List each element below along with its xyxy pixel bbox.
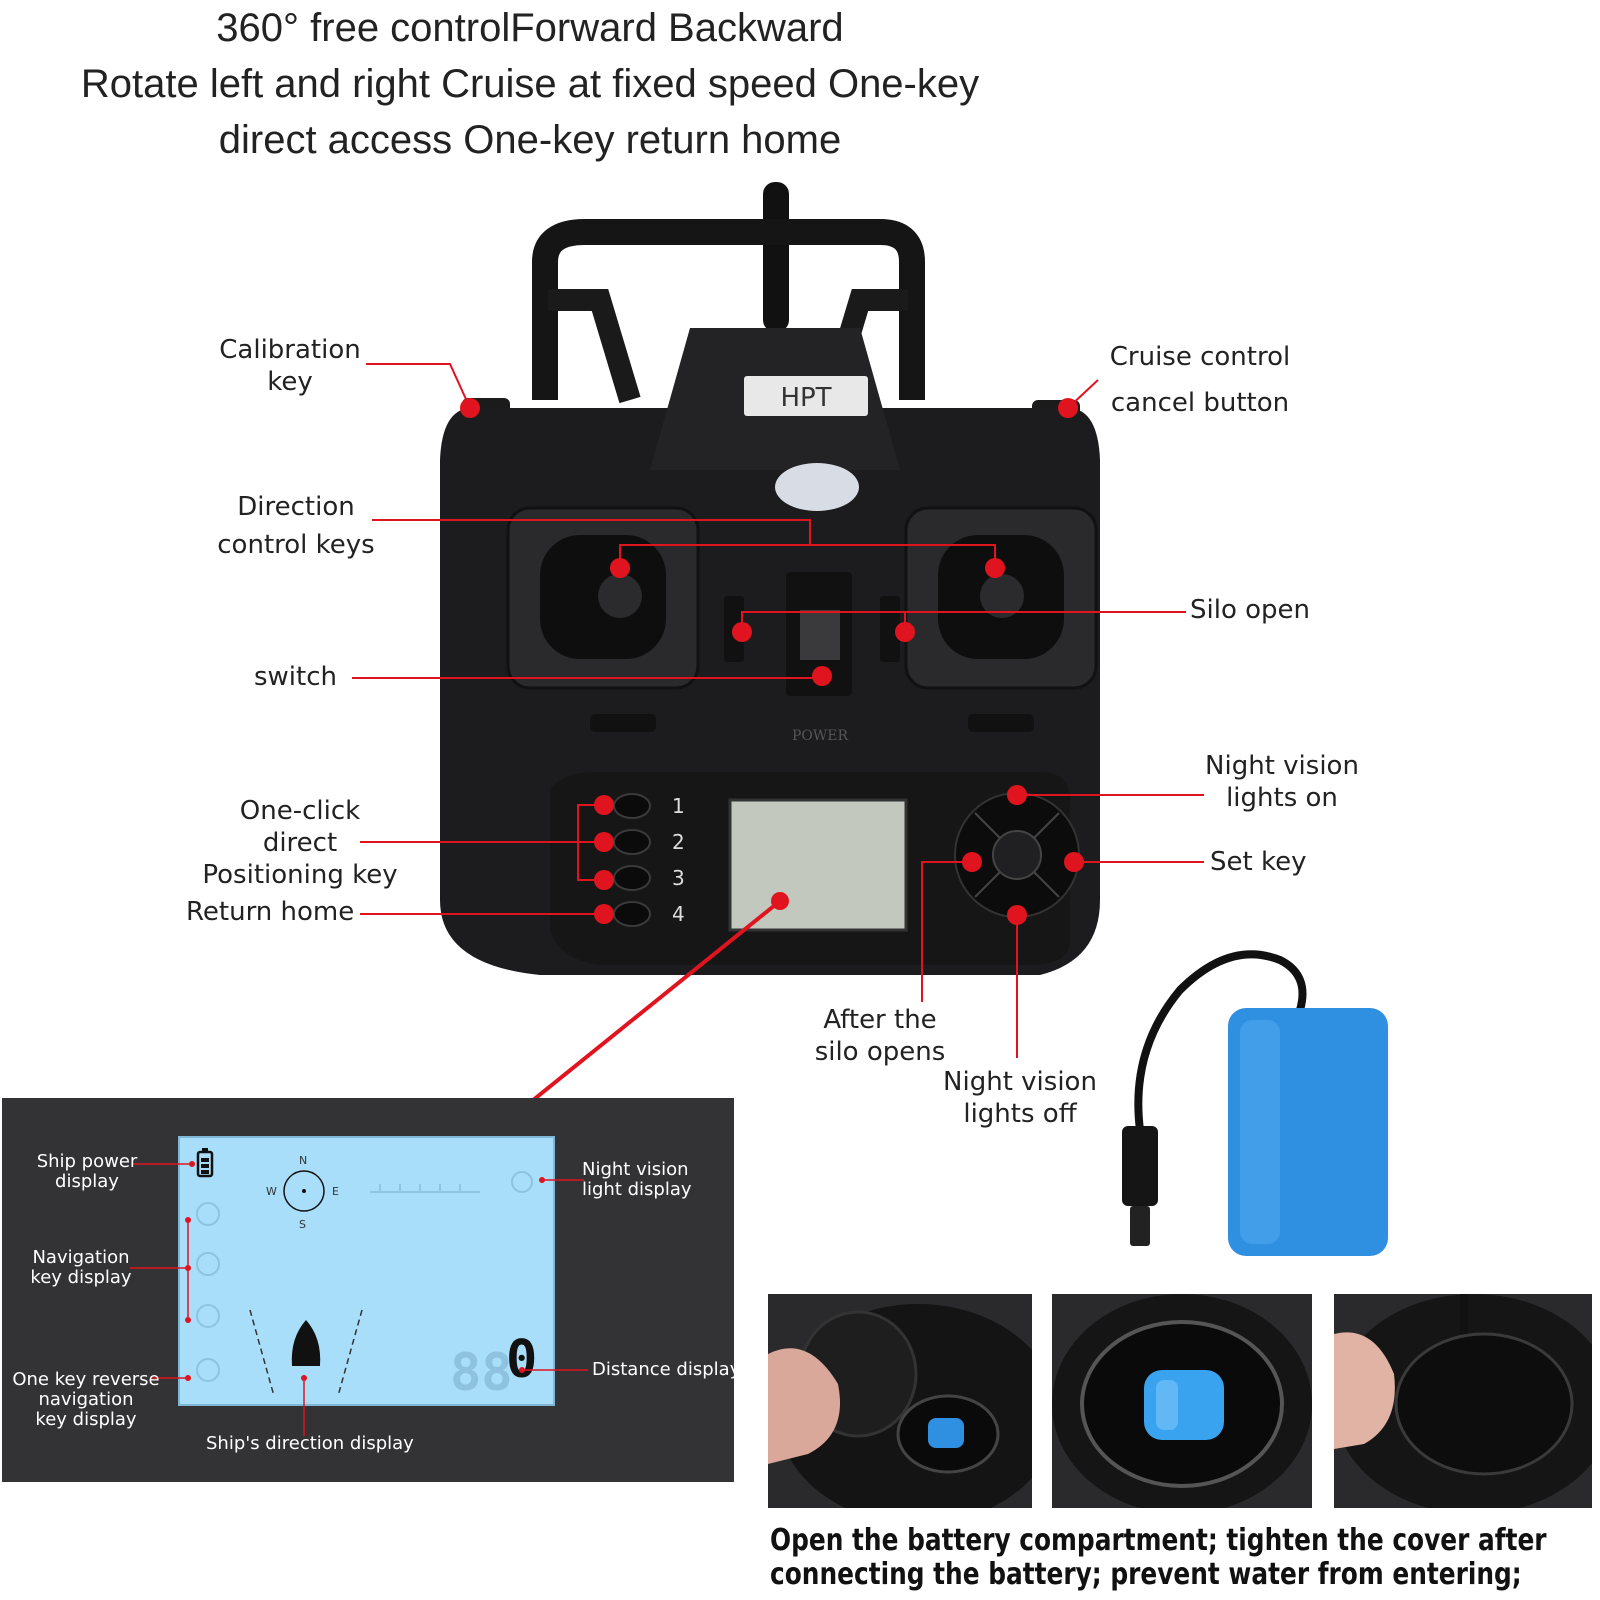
- callout-direction-keys: Direction control keys: [206, 488, 386, 564]
- compass-icon: [283, 1170, 325, 1212]
- cruise-control-line-2: cancel button: [1110, 388, 1290, 418]
- reverse-nav-line-1: One key reverse: [12, 1369, 160, 1390]
- callout-night-vision-off: Night vision lights off: [934, 1066, 1106, 1130]
- battery-connector: [1122, 1126, 1158, 1206]
- footer-line-1: Open the battery compartment; tighten th…: [770, 1523, 1547, 1558]
- ship-power-line-2: display: [55, 1171, 119, 1192]
- lcd-callout-lines: [130, 1161, 588, 1436]
- direction-keys-line-2: control keys: [217, 530, 375, 560]
- one-click-line-1: One-click: [239, 796, 361, 826]
- footer-caption: Open the battery compartment; tighten th…: [770, 1523, 1547, 1592]
- navigation-key-line-1: Navigation: [32, 1247, 130, 1268]
- title-line-1: 360° free controlForward Backward: [216, 6, 844, 50]
- page-title: 360° free controlForward Backward Rotate…: [0, 0, 1060, 168]
- cruise-control-line-1: Cruise control: [1109, 342, 1291, 372]
- reverse-nav-line-3: key display: [35, 1409, 137, 1430]
- compass-w: W: [266, 1185, 277, 1198]
- label-night-light: Night vision light display: [582, 1160, 692, 1200]
- one-click-line-2: direct: [262, 828, 338, 858]
- label-ship-power: Ship power display: [22, 1152, 152, 1192]
- power-switch[interactable]: [800, 610, 840, 660]
- compass-n: N: [299, 1154, 308, 1167]
- antenna: [763, 182, 789, 332]
- power-led: [775, 463, 859, 511]
- remote-lcd-window: [728, 798, 908, 932]
- callout-set-key: Set key: [1210, 847, 1307, 877]
- callout-switch: switch: [254, 662, 338, 692]
- night-vision-on-line-1: Night vision: [1205, 751, 1359, 781]
- after-silo-line-1: After the: [823, 1005, 937, 1035]
- callout-silo-open: Silo open: [1190, 595, 1311, 625]
- key-number-1: 1: [672, 794, 685, 818]
- label-reverse-navigation: One key reverse navigation key display: [10, 1370, 162, 1430]
- calibration-key-line-1: Calibration: [219, 335, 361, 365]
- nav-key-2-icon: [196, 1252, 220, 1276]
- navigation-key-line-2: key display: [30, 1267, 132, 1288]
- title-line-3: direct access One-key return home: [218, 118, 842, 162]
- nav-key-3-icon: [196, 1304, 220, 1328]
- ship-power-line-1: Ship power: [36, 1151, 138, 1172]
- footer-line-2: connecting the battery; prevent water fr…: [770, 1557, 1522, 1592]
- photo-battery-inserted: [1052, 1294, 1312, 1508]
- power-label: POWER: [792, 728, 849, 744]
- carry-handle: [532, 219, 925, 400]
- night-vision-on-line-2: lights on: [1226, 783, 1338, 813]
- key-4[interactable]: [613, 901, 651, 927]
- label-ship-direction: Ship's direction display: [206, 1433, 414, 1454]
- battery-pack-illustration: [1122, 950, 1388, 1256]
- night-vision-off-line-1: Night vision: [943, 1067, 1097, 1097]
- one-click-line-3: Positioning key: [202, 860, 398, 890]
- photo-cover-closed: [1334, 1294, 1592, 1508]
- remote-controller-illustration: HPT POWER 1 2 3 4: [352, 182, 1204, 1100]
- after-silo-line-2: silo opens: [814, 1037, 946, 1067]
- key-3[interactable]: [613, 865, 651, 891]
- callout-night-vision-on: Night vision lights on: [1194, 750, 1370, 814]
- key-1[interactable]: [613, 793, 651, 819]
- photo-open-compartment: [768, 1294, 1032, 1508]
- key-2[interactable]: [613, 829, 651, 855]
- lcd-display-panel: 88 N S E W 000 0 Ship power display Navi…: [2, 1098, 740, 1482]
- callout-dots: [460, 398, 1084, 925]
- callout-cruise-control: Cruise control cancel button: [1100, 334, 1300, 426]
- compass-s: S: [299, 1218, 306, 1231]
- distance-digits-faint: 88: [450, 1343, 513, 1403]
- set-key-center[interactable]: [992, 830, 1042, 880]
- night-light-line-2: light display: [582, 1179, 692, 1200]
- compass-e: E: [332, 1185, 339, 1198]
- brand-label: HPT: [780, 383, 831, 413]
- callout-after-silo: After the silo opens: [806, 1004, 954, 1068]
- title-line-2: Rotate left and right Cruise at fixed sp…: [80, 62, 980, 106]
- left-joystick[interactable]: [598, 574, 642, 618]
- ship-icon: [291, 1320, 321, 1366]
- callout-return-home: Return home: [186, 897, 355, 927]
- key-number-4: 4: [672, 902, 685, 926]
- night-light-icon: [511, 1171, 533, 1193]
- night-vision-off-line-2: lights off: [963, 1099, 1077, 1129]
- reverse-nav-line-2: navigation: [38, 1389, 134, 1410]
- nav-key-1-icon: [196, 1202, 220, 1226]
- night-light-line-1: Night vision: [582, 1159, 689, 1180]
- reverse-nav-icon: [196, 1358, 220, 1382]
- key-number-3: 3: [672, 866, 685, 890]
- callout-one-click: One-click direct Positioning key: [190, 795, 410, 891]
- lcd-screen: 88 N S E W 000 0: [178, 1136, 555, 1406]
- direction-keys-line-1: Direction: [237, 492, 355, 522]
- calibration-key-line-2: key: [267, 367, 313, 397]
- lcd-graphics: 88: [196, 1148, 533, 1403]
- key-number-2: 2: [672, 830, 685, 854]
- label-navigation-key: Navigation key display: [16, 1248, 146, 1288]
- right-joystick[interactable]: [980, 574, 1024, 618]
- label-distance: Distance display: [592, 1359, 741, 1380]
- battery-cable: [1134, 950, 1307, 1131]
- callout-calibration-key: Calibration key: [206, 334, 374, 398]
- distance-digit-active: 0: [506, 1330, 538, 1390]
